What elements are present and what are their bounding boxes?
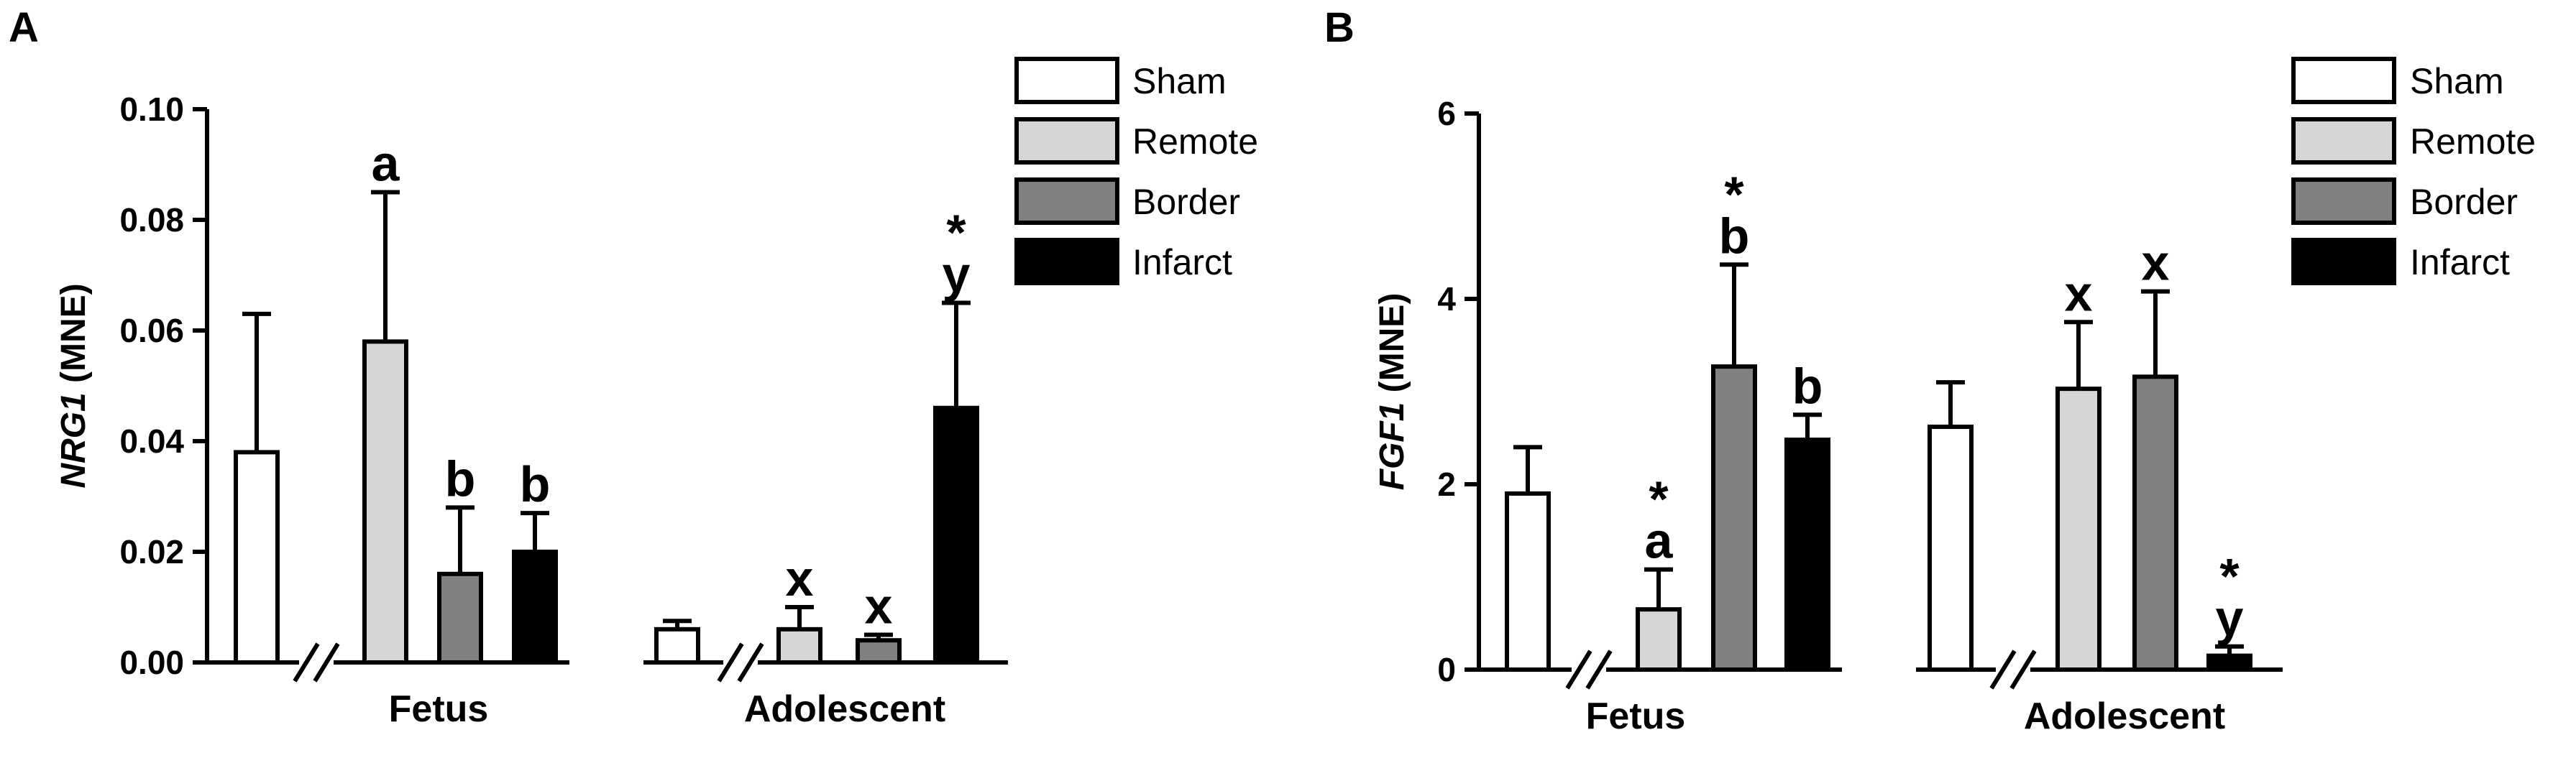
- y-axis-label-gene: FGF1: [1373, 402, 1411, 491]
- group-label: Fetus: [389, 688, 489, 730]
- legend-label: Border: [2410, 182, 2518, 222]
- significance-label: b: [1719, 208, 1750, 264]
- y-axis-label-unit: (MNE): [1373, 293, 1411, 402]
- axis-break-mark: [1565, 650, 1592, 690]
- axis-break-mark: [2009, 650, 2037, 690]
- legend-label: Infarct: [1132, 242, 1232, 282]
- legend-swatch: [1014, 57, 1119, 104]
- legend-swatch: [2291, 57, 2396, 104]
- significance-label: y: [2216, 590, 2244, 646]
- bar: [1711, 364, 1757, 672]
- axis-break-mark: [313, 642, 340, 683]
- legend-label: Sham: [1132, 61, 1227, 101]
- legend-swatch: [1014, 177, 1119, 225]
- axis-break-mark: [717, 642, 744, 683]
- y-tick-label: 6: [1437, 95, 1456, 132]
- significance-label: *: [1724, 166, 1744, 222]
- significance-label: *: [946, 205, 966, 261]
- bar: [2206, 653, 2252, 673]
- axis-break-mark: [1989, 650, 2017, 690]
- y-tick-label: 0.10: [119, 91, 184, 128]
- bar: [654, 627, 700, 665]
- significance-label: b: [445, 450, 476, 507]
- bar: [776, 627, 822, 665]
- axis-break-mark: [737, 642, 764, 683]
- y-axis-label: FGF1 (MNE): [1373, 293, 1411, 491]
- y-axis-label-gene: NRG1: [55, 392, 93, 488]
- bar: [437, 571, 483, 665]
- significance-label: *: [1649, 471, 1669, 527]
- y-tick-label: 0.06: [119, 312, 184, 349]
- bar: [2055, 387, 2101, 672]
- significance-label: y: [943, 246, 971, 302]
- panel-label: A: [9, 4, 39, 51]
- group-label: Adolescent: [744, 688, 945, 730]
- significance-label: x: [786, 550, 814, 606]
- significance-label: x: [2065, 265, 2093, 321]
- legend-swatch: [2291, 117, 2396, 165]
- group-label: Fetus: [1586, 695, 1686, 737]
- y-tick-label: 0.08: [119, 201, 184, 239]
- bar: [1784, 438, 1830, 673]
- bar: [512, 550, 558, 665]
- significance-label: x: [2142, 235, 2170, 291]
- bar: [1636, 607, 1682, 673]
- bar: [234, 450, 280, 665]
- y-tick-label: 0.00: [119, 644, 184, 681]
- significance-label: b: [520, 456, 551, 512]
- legend-label: Infarct: [2410, 242, 2510, 282]
- y-tick-label: 0.04: [119, 422, 184, 460]
- significance-label: b: [1792, 358, 1823, 414]
- legend-swatch: [1014, 238, 1119, 285]
- group-label: Adolescent: [2024, 695, 2225, 737]
- bar: [2132, 374, 2178, 672]
- y-tick-label: 2: [1437, 466, 1456, 503]
- bar: [856, 638, 902, 665]
- significance-label: a: [1645, 513, 1674, 569]
- legend-label: Border: [1132, 182, 1240, 222]
- legend-label: Remote: [2410, 121, 2536, 162]
- axis-break-mark: [293, 642, 320, 683]
- legend-label: Sham: [2410, 61, 2504, 101]
- bar: [933, 405, 979, 665]
- legend-swatch: [2291, 238, 2396, 285]
- y-axis-label: NRG1 (MNE): [55, 283, 93, 488]
- significance-label: *: [2219, 548, 2240, 604]
- bar: [1505, 491, 1551, 673]
- y-tick-label: 0: [1437, 651, 1456, 688]
- bar: [362, 339, 408, 665]
- axis-break-mark: [1585, 650, 1613, 690]
- legend-label: Remote: [1132, 121, 1258, 162]
- legend-swatch: [1014, 117, 1119, 165]
- panel-label: B: [1324, 4, 1355, 51]
- y-tick-label: 0.02: [119, 533, 184, 570]
- y-tick-label: 4: [1437, 280, 1456, 318]
- bar: [1928, 425, 1974, 673]
- legend-swatch: [2291, 177, 2396, 225]
- y-axis-label-unit: (MNE): [55, 283, 93, 392]
- significance-label: a: [372, 136, 400, 192]
- significance-label: x: [865, 578, 893, 634]
